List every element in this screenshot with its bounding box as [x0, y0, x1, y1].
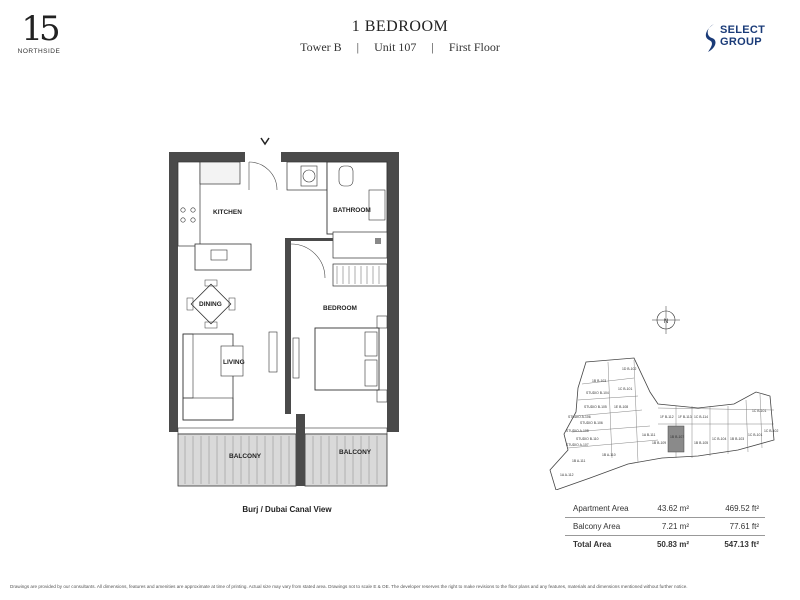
area-row-apartment: Apartment Area 43.62 m² 469.52 ft² — [565, 500, 765, 518]
keyplan-unit-label: 1C B-101 — [748, 433, 762, 437]
keyplan-unit-label: 1C B-101 — [618, 387, 632, 391]
wall-left — [169, 152, 178, 432]
keyplan-unit-label: 1B B-107 — [670, 435, 684, 439]
bathroom — [326, 161, 388, 235]
compass-icon: N — [652, 306, 680, 334]
floor-label: First Floor — [448, 40, 500, 54]
drain-icon — [375, 238, 381, 244]
keyplan-unit-label: STUDIO A-106 — [568, 415, 591, 419]
developer-swirl-icon — [705, 24, 716, 52]
separator: | — [431, 40, 434, 54]
area-table: Apartment Area 43.62 m² 469.52 ft² Balco… — [565, 500, 765, 553]
keyplan-unit-label: 1F B-112 — [660, 415, 674, 419]
room-label-kitchen: KITCHEN — [213, 209, 242, 216]
keyplan-unit-label: STUDIO B-104 — [586, 391, 609, 395]
room-label-bathroom: BATHROOM — [333, 207, 371, 214]
partition-wall — [285, 238, 291, 414]
entrance-arrow-icon — [260, 137, 270, 146]
glazing — [177, 427, 388, 435]
keyplan-unit-label: 1C B-101 — [752, 409, 766, 413]
shower — [332, 231, 388, 259]
highlighted-unit — [667, 425, 685, 453]
logo-number: 15 — [21, 9, 60, 49]
keyplan-unit-label: STUDIO A-108 — [566, 429, 589, 433]
fridge — [199, 161, 241, 185]
keyplan-unit-label: 1C B-102 — [764, 429, 778, 433]
keyplan-unit-label: 1E B-108 — [614, 405, 628, 409]
page-title: 1 BEDROOM — [351, 18, 449, 35]
tv-unit-bedroom — [292, 337, 300, 379]
logo-subtitle: NORTHSIDE — [17, 48, 61, 55]
keyplan-unit-label: 1C B-114 — [694, 415, 708, 419]
compass-north: N — [664, 319, 668, 325]
wall-top — [169, 152, 399, 162]
keyplan-unit-label: STUDIO A-107 — [566, 443, 589, 447]
keyplan-unit-label: 1B A-110 — [602, 453, 616, 457]
area-metric: 43.62 m² — [657, 504, 689, 513]
key-plan: N 1D B-102 1B B-103 STUDIO B-104 1C B-10… — [549, 306, 778, 490]
keyplan-unit-label: 1A A-112 — [560, 473, 574, 477]
developer-name-line1: SELECT — [720, 24, 766, 36]
keyplan-unit-label: STUDIO B-110 — [576, 437, 599, 441]
total-metric: 50.83 m² — [656, 540, 689, 549]
area-row-total: Total Area 50.83 m² 547.13 ft² — [565, 536, 765, 553]
project-logo: 15 NORTHSIDE — [14, 12, 64, 55]
keyplan-unit-label: 1B B-103 — [730, 437, 744, 441]
separator: | — [356, 40, 360, 54]
area-label: Balcony Area — [573, 522, 621, 531]
area-label: Apartment Area — [573, 504, 629, 513]
bedroom-door-swing — [290, 243, 326, 279]
toilet-icon — [338, 165, 354, 187]
room-label-balcony-right: BALCONY — [339, 449, 372, 456]
area-metric: 7.21 m² — [661, 522, 689, 531]
bed — [314, 327, 380, 391]
keyplan-unit-label: 1B B-105 — [694, 441, 708, 445]
sink-icon — [210, 249, 228, 261]
kitchen-counter — [177, 161, 201, 247]
room-label-bedroom: BEDROOM — [323, 305, 357, 312]
unit-details: Tower B | Unit 107 | First Floor — [250, 40, 550, 55]
area-row-balcony: Balcony Area 7.21 m² 77.61 ft² — [565, 518, 765, 536]
balcony-right — [304, 433, 388, 487]
wall-right — [387, 152, 399, 432]
developer-name-line2: GROUP — [720, 36, 762, 48]
keyplan-unit-label: STUDIO B-105 — [584, 405, 607, 409]
room-label-living: LIVING — [223, 359, 245, 366]
room-label-dining: DINING — [199, 301, 222, 308]
area-imperial: 469.52 ft² — [725, 504, 759, 513]
vanity — [368, 189, 386, 221]
total-imperial: 547.13 ft² — [724, 540, 759, 549]
keyplan-unit-label: 1D B-102 — [622, 367, 636, 371]
dining-table — [190, 283, 232, 325]
tv-unit-living — [268, 331, 278, 373]
keyplan-unit-label: 1C B-104 — [712, 437, 726, 441]
keyplan-unit-label: 1F B-113 — [678, 415, 692, 419]
developer-logo: SELECT GROUP — [704, 22, 784, 54]
disclaimer: Drawings are provided by our consultants… — [10, 584, 688, 589]
tower-label: Tower B — [300, 40, 342, 54]
view-label: Burj / Dubai Canal View — [242, 505, 332, 514]
keyplan-unit-label: 1A B-111 — [642, 433, 656, 437]
keyplan-unit-label: 1B A-111 — [572, 459, 586, 463]
total-label: Total Area — [573, 540, 612, 549]
room-label-balcony-left: BALCONY — [229, 453, 262, 460]
coffee-table — [220, 345, 244, 377]
area-imperial: 77.61 ft² — [729, 522, 759, 531]
balcony-left — [177, 433, 297, 487]
keyplan-unit-label: STUDIO B-106 — [580, 421, 603, 425]
keyplan-unit-label: 1B B-109 — [652, 441, 666, 445]
balcony-divider — [296, 414, 305, 486]
unit-label: Unit 107 — [374, 40, 417, 54]
kitchen-island — [194, 243, 252, 271]
floor-plan: KITCHEN BATHROOM DINING BEDROOM LIVING B… — [169, 137, 399, 487]
entry-door-gap — [245, 152, 281, 162]
wardrobe — [332, 263, 388, 287]
keyplan-unit-label: 1B B-103 — [592, 379, 606, 383]
washer-icon — [302, 169, 316, 183]
entry-door-swing — [248, 161, 278, 191]
